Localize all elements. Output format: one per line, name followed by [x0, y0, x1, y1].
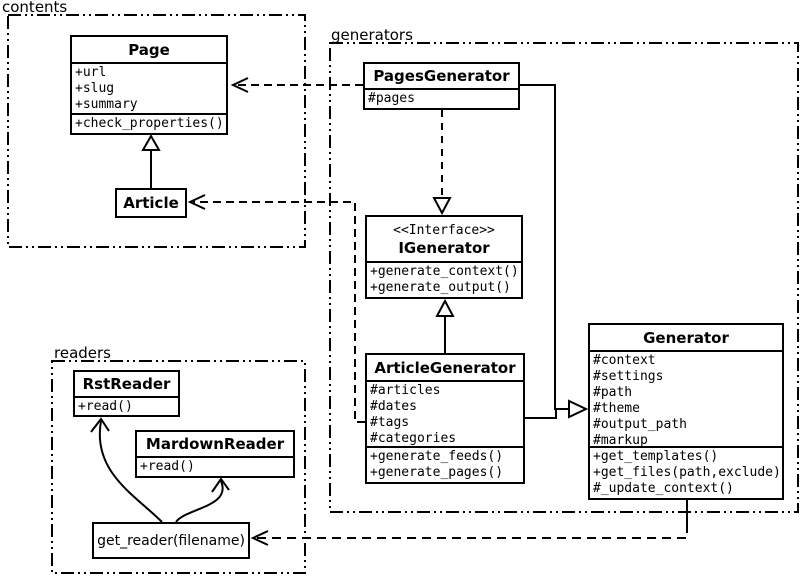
method: +check_properties() [75, 116, 224, 131]
attributes-compartment: #context #settings #path #theme #output_… [590, 350, 782, 446]
connector-articlegenerator-uses-article [187, 194, 365, 423]
attributes-compartment: +url +slug +summary [72, 62, 226, 113]
connector-generator-uses-getreader [250, 500, 688, 546]
method: #_update_context() [593, 481, 734, 496]
connector-articlegenerator-implements-igenerator [435, 298, 455, 353]
class-title: RstReader [82, 375, 171, 393]
connector-pagesgenerator-uses-page [230, 77, 363, 93]
contents-package-label: contents [2, 0, 68, 16]
attribute: #output_path [593, 417, 687, 432]
class-box-igenerator: <<Interface>> IGenerator +generate_conte… [365, 215, 523, 299]
attribute: +url [75, 65, 107, 80]
method: +generate_feeds() [370, 449, 504, 464]
method: +generate_context() [370, 264, 519, 279]
method: +get_files(path,exclude) [593, 465, 781, 480]
method: +read() [140, 459, 195, 474]
class-title: Article [123, 194, 179, 212]
class-title: ArticleGenerator [374, 358, 516, 377]
attributes-compartment: #articles #dates #tags #categories [367, 380, 523, 446]
class-box-article: Article [115, 188, 187, 218]
class-title: Page [128, 40, 170, 59]
method: +generate_pages() [370, 465, 504, 480]
class-title: MardownReader [145, 435, 285, 453]
attribute: #pages [368, 91, 415, 106]
connector-article-extends-page [141, 133, 161, 188]
class-stereotype: <<Interface>> [393, 222, 495, 238]
connector-getreader-to-rstreader [90, 417, 163, 523]
method: +get_templates() [593, 449, 719, 464]
class-box-rstreader: RstReader +read() [73, 370, 180, 417]
class-title: PagesGenerator [373, 67, 510, 85]
attribute: #theme [593, 401, 640, 416]
class-box-generator: Generator #context #settings #path #them… [588, 323, 784, 500]
methods-compartment: +check_properties() [72, 113, 226, 133]
attribute: #dates [370, 399, 417, 414]
attribute: #context [593, 353, 656, 368]
attribute: #settings [593, 369, 664, 384]
method: +generate_output() [370, 280, 511, 295]
attribute: +summary [75, 97, 138, 112]
contents-package-border [7, 14, 306, 248]
connector-generators-extend-generator [520, 84, 589, 419]
class-box-articlegenerator: ArticleGenerator #articles #dates #tags … [365, 353, 525, 484]
function-label: get_reader(filename) [97, 532, 245, 549]
methods-compartment: +read() [75, 396, 178, 415]
attribute: #path [593, 385, 633, 400]
connector-getreader-to-mardownreader [175, 477, 230, 523]
class-title: <<Interface>> IGenerator [367, 217, 521, 261]
attribute: #tags [370, 415, 410, 430]
generators-package-label: generators [331, 26, 413, 44]
methods-compartment: +read() [137, 456, 293, 476]
class-title-text: IGenerator [398, 238, 490, 257]
connector-pagesgenerator-implements-igenerator [432, 110, 452, 216]
attributes-compartment: #pages [365, 88, 518, 108]
methods-compartment: +get_templates() +get_files(path,exclude… [590, 446, 782, 498]
function-box-getreader: get_reader(filename) [92, 522, 250, 559]
attribute: +slug [75, 81, 115, 96]
methods-compartment: +generate_feeds() +generate_pages() [367, 446, 523, 482]
class-box-mardownreader: MardownReader +read() [135, 430, 295, 478]
attribute: #articles [370, 383, 441, 398]
class-box-page: Page +url +slug +summary +check_properti… [70, 35, 228, 135]
class-title: Generator [643, 328, 729, 347]
method: +read() [78, 399, 133, 414]
attribute: #markup [593, 433, 648, 446]
methods-compartment: +generate_context() +generate_output() [367, 261, 521, 297]
readers-package-border [51, 360, 306, 574]
attribute: #categories [370, 431, 457, 446]
generators-package-border [329, 42, 799, 513]
readers-package-label: readers [54, 344, 111, 362]
class-box-pagesgenerator: PagesGenerator #pages [363, 62, 520, 110]
